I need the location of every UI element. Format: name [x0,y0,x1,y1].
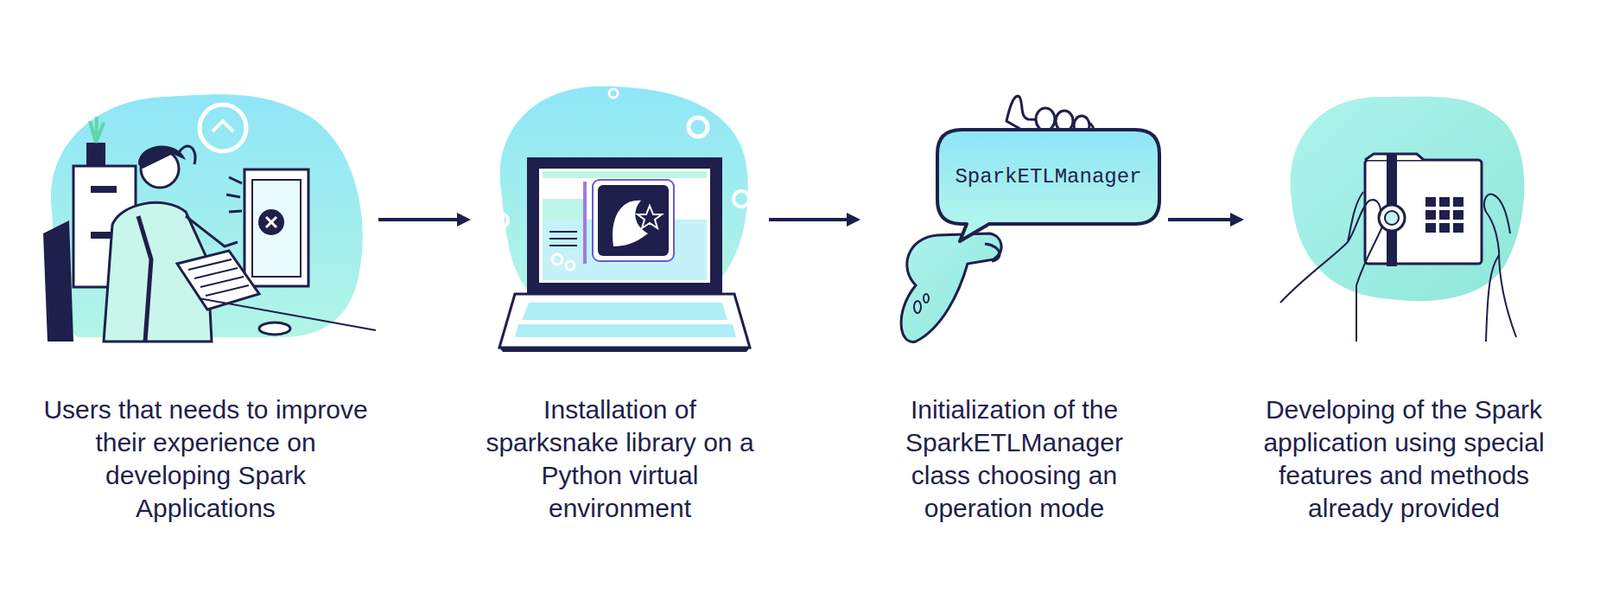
process-step: Users that needs to improve their experi… [32,77,379,534]
process-step: Developing of the Spark application usin… [1244,77,1552,534]
flow-arrow [378,212,471,227]
class-name: SparkETLManager [954,165,1142,189]
flow-arrow [768,212,861,227]
process-step: Initialization of the SparkETLManager cl… [860,77,1169,534]
step-caption: Installation of sparksnake library on a … [477,393,763,525]
speech-bubble: SparkETLManager [935,127,1162,243]
step-caption: Initialization of the SparkETLManager cl… [876,393,1153,525]
flow-arrow [1168,212,1245,227]
step-caption: Users that needs to improve their experi… [41,393,370,525]
developer-illustration [43,94,376,342]
step-caption: Developing of the Spark application usin… [1244,393,1564,525]
laptop-illustration [494,86,750,352]
process-step: Installation of sparksnake library on a … [470,77,769,534]
safe-illustration [1280,96,1524,342]
